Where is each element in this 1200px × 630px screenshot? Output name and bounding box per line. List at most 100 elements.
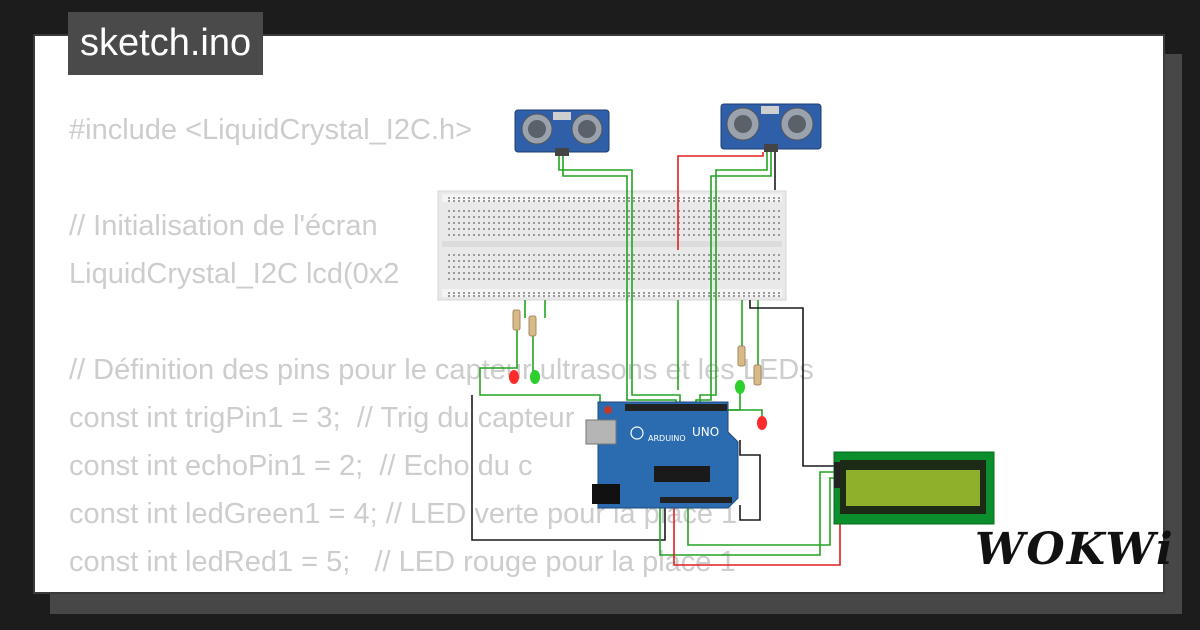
breadboard-hole (678, 295, 680, 297)
breadboard-hole (628, 200, 630, 202)
breadboard-hole (453, 228, 455, 230)
breadboard-hole (678, 272, 680, 274)
breadboard-hole (633, 254, 635, 256)
breadboard-hole (508, 222, 510, 224)
breadboard-hole (753, 197, 755, 199)
breadboard-hole (473, 266, 475, 268)
breadboard-hole (548, 254, 550, 256)
breadboard-hole (763, 272, 765, 274)
breadboard-hole (673, 266, 675, 268)
breadboard-hole (738, 222, 740, 224)
breadboard-hole (548, 278, 550, 280)
breadboard-hole (508, 234, 510, 236)
breadboard-hole (608, 292, 610, 294)
breadboard-hole (718, 254, 720, 256)
breadboard-hole (653, 234, 655, 236)
breadboard-hole (588, 260, 590, 262)
breadboard-hole (498, 216, 500, 218)
breadboard-hole (708, 272, 710, 274)
breadboard-hole (638, 266, 640, 268)
breadboard-hole (483, 295, 485, 297)
breadboard-hole (778, 222, 780, 224)
breadboard-hole (618, 295, 620, 297)
breadboard-hole (713, 197, 715, 199)
breadboard-hole (538, 200, 540, 202)
breadboard-hole (548, 216, 550, 218)
breadboard-hole (548, 222, 550, 224)
breadboard-hole (528, 216, 530, 218)
breadboard-hole (648, 266, 650, 268)
breadboard-hole (713, 228, 715, 230)
breadboard-hole (528, 278, 530, 280)
breadboard-hole (613, 228, 615, 230)
breadboard-hole (743, 292, 745, 294)
breadboard-hole (748, 197, 750, 199)
breadboard-hole (523, 295, 525, 297)
breadboard-hole (503, 197, 505, 199)
breadboard-hole (628, 216, 630, 218)
breadboard-hole (753, 216, 755, 218)
breadboard-hole (543, 228, 545, 230)
breadboard-hole (723, 234, 725, 236)
breadboard-hole (603, 295, 605, 297)
breadboard-hole (778, 197, 780, 199)
breadboard-hole (483, 197, 485, 199)
breadboard-hole (738, 266, 740, 268)
breadboard-hole (453, 234, 455, 236)
breadboard-hole (608, 260, 610, 262)
breadboard-hole (458, 295, 460, 297)
breadboard-hole (693, 292, 695, 294)
breadboard-hole (733, 266, 735, 268)
breadboard-hole (693, 197, 695, 199)
breadboard-hole (448, 228, 450, 230)
resistors (512, 309, 762, 386)
breadboard-hole (648, 210, 650, 212)
ultrasonic-sensor-1 (514, 109, 610, 156)
breadboard-hole (563, 292, 565, 294)
breadboard-hole (498, 260, 500, 262)
breadboard-hole (763, 200, 765, 202)
breadboard-hole (608, 278, 610, 280)
breadboard-hole (573, 197, 575, 199)
breadboard-hole (773, 234, 775, 236)
breadboard-hole (588, 197, 590, 199)
breadboard-hole (458, 292, 460, 294)
breadboard-hole (593, 272, 595, 274)
breadboard-hole (708, 197, 710, 199)
breadboard-hole (533, 200, 535, 202)
breadboard-hole (693, 234, 695, 236)
breadboard-hole (528, 292, 530, 294)
breadboard-hole (638, 216, 640, 218)
breadboard-hole (688, 292, 690, 294)
breadboard-hole (768, 234, 770, 236)
breadboard-hole (603, 272, 605, 274)
breadboard-hole (668, 200, 670, 202)
breadboard-hole (693, 200, 695, 202)
breadboard-hole (498, 234, 500, 236)
breadboard-hole (533, 292, 535, 294)
breadboard-hole (453, 216, 455, 218)
breadboard-hole (558, 228, 560, 230)
breadboard-hole (603, 200, 605, 202)
breadboard-hole (698, 197, 700, 199)
breadboard-hole (593, 210, 595, 212)
breadboard-hole (763, 260, 765, 262)
breadboard-hole (538, 210, 540, 212)
breadboard-hole (773, 260, 775, 262)
breadboard-hole (748, 222, 750, 224)
breadboard-hole (473, 295, 475, 297)
breadboard-hole (723, 216, 725, 218)
breadboard-hole (643, 210, 645, 212)
breadboard-hole (503, 260, 505, 262)
breadboard-hole (668, 292, 670, 294)
breadboard-hole (733, 254, 735, 256)
breadboard-hole (453, 292, 455, 294)
breadboard-hole (563, 266, 565, 268)
breadboard-hole (478, 272, 480, 274)
breadboard-hole (563, 216, 565, 218)
breadboard-hole (723, 292, 725, 294)
breadboard-hole (573, 200, 575, 202)
breadboard-hole (718, 260, 720, 262)
breadboard-hole (698, 254, 700, 256)
breadboard-hole (708, 222, 710, 224)
